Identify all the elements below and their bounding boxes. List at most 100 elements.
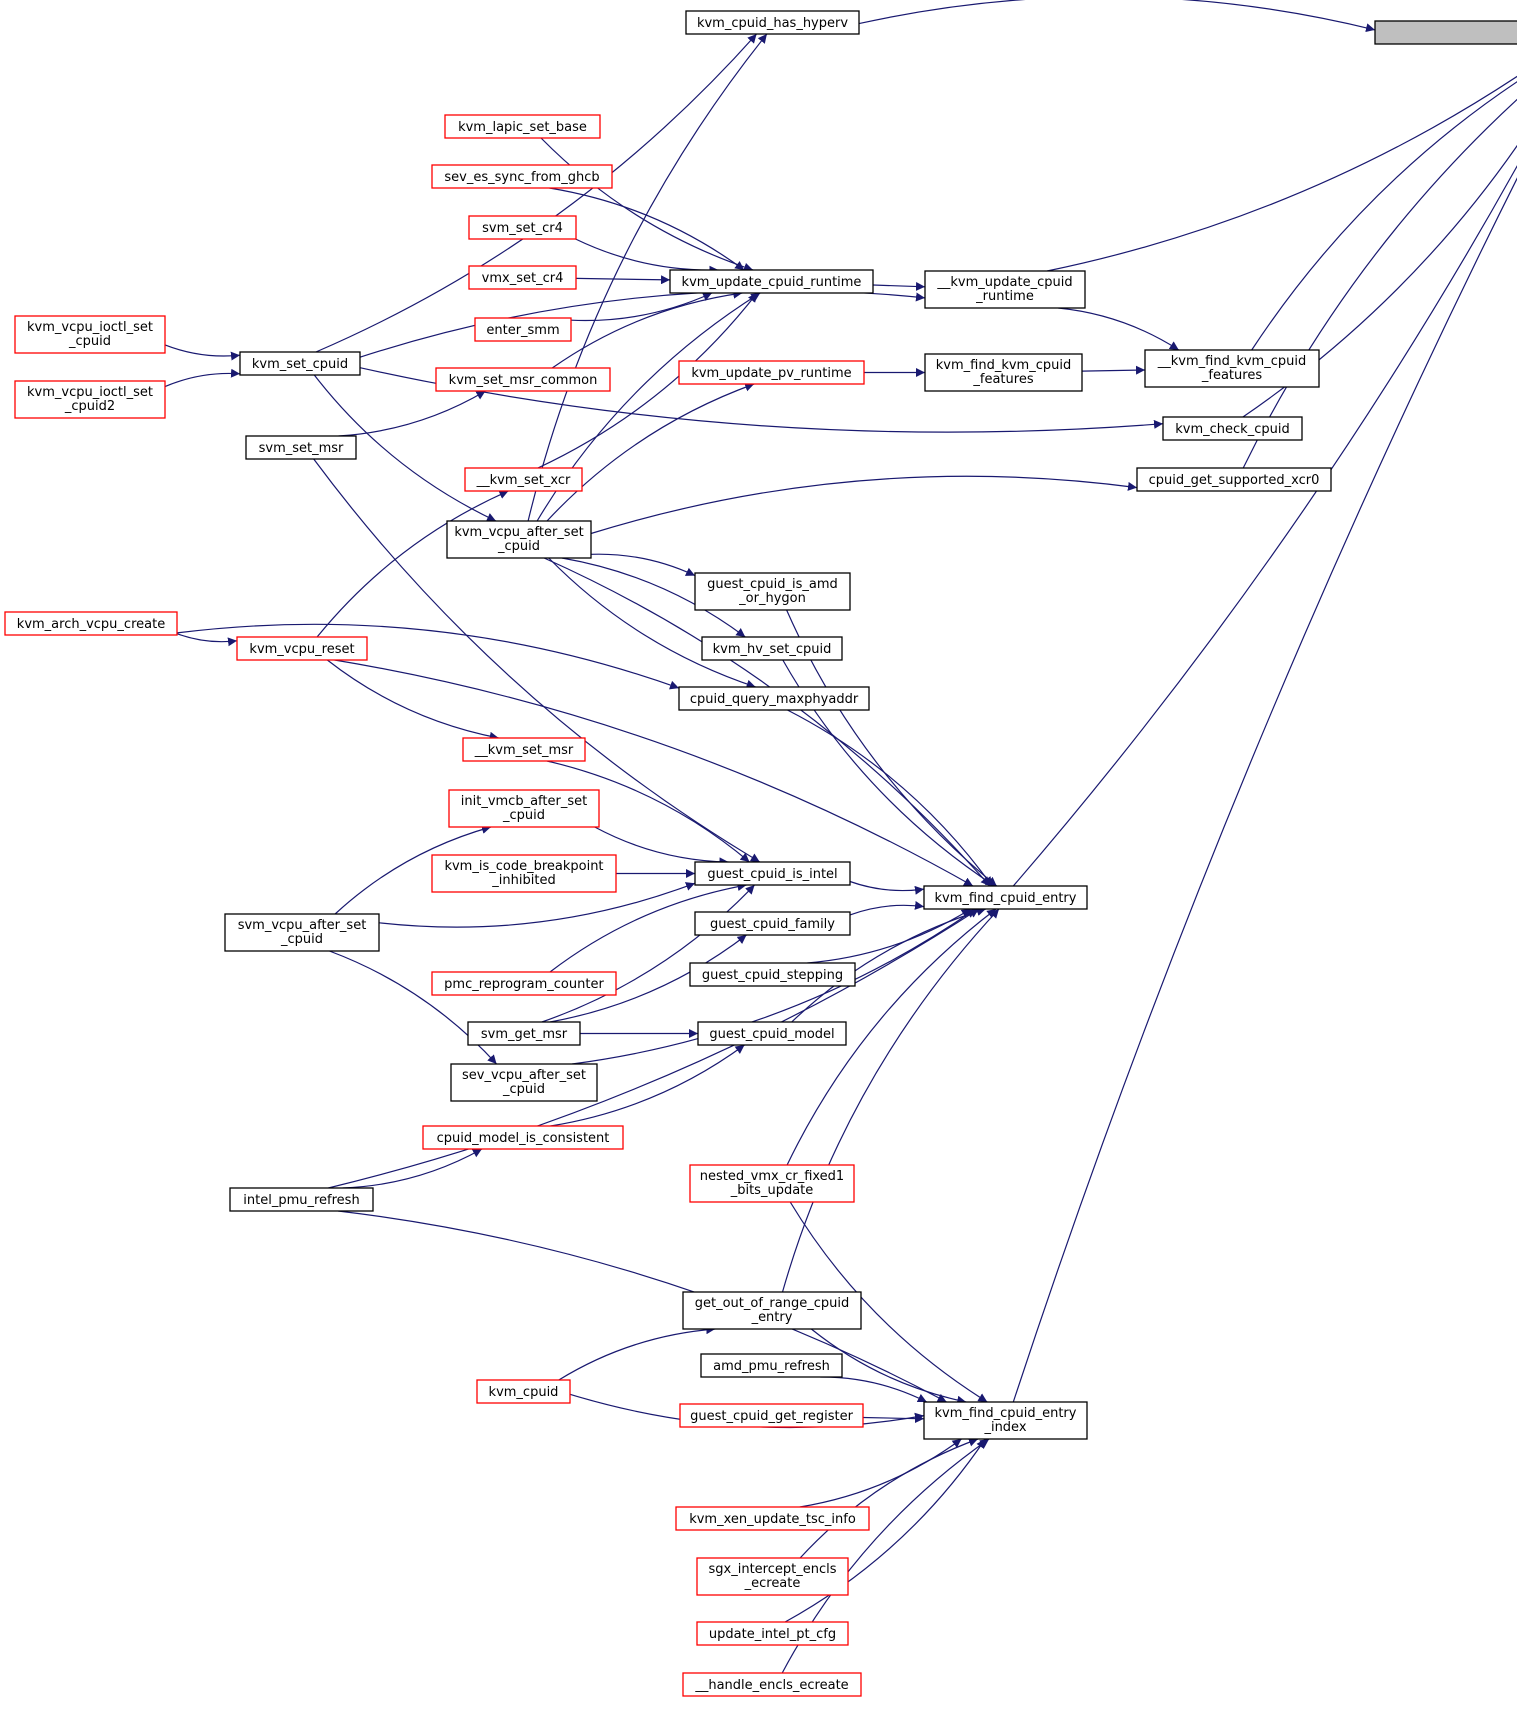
edge-n40-to-n45 <box>338 1210 947 1403</box>
node-box <box>431 854 617 893</box>
graph-node[interactable]: cpuid_query_maxphyaddr <box>678 686 870 711</box>
graph-node[interactable]: guest_cpuid_is_intel <box>694 861 851 886</box>
graph-node[interactable]: kvm_find_cpuid_entry <box>923 885 1088 910</box>
edge-n23-to-n18 <box>316 490 509 638</box>
edge-n37-to-n30 <box>572 908 976 1065</box>
edge-n29-to-n30 <box>849 880 925 895</box>
graph-node[interactable]: sev_vcpu_after_set_cpuid <box>450 1063 598 1102</box>
node-box <box>694 572 851 611</box>
node-label: kvm_cpuid_has_hyperv <box>697 16 848 31</box>
graph-node[interactable]: kvm_cpuid_has_hyperv <box>685 10 860 35</box>
edge-n39-to-n30 <box>786 908 997 1166</box>
graph-node[interactable]: kvm_find_cpuid_entry_index <box>923 1401 1088 1440</box>
node-label: init_vmcb_after_set <box>461 794 587 809</box>
edge-n36-to-n30 <box>791 907 986 1023</box>
edge-n12-to-n6 <box>551 289 743 369</box>
graph-node[interactable]: kvm_cpuid <box>476 1379 571 1404</box>
graph-node[interactable]: intel_pmu_refresh <box>229 1187 374 1212</box>
graph-node[interactable]: sgx_intercept_encls_ecreate <box>696 1557 849 1596</box>
graph-node[interactable]: __kvm_set_msr <box>462 737 586 762</box>
node-label: svm_set_msr <box>259 441 344 456</box>
graph-node[interactable]: guest_cpuid_family <box>694 911 851 936</box>
graph-node[interactable]: guest_cpuid_get_register <box>679 1403 864 1428</box>
graph-node[interactable]: nested_vmx_cr_fixed1_bits_update <box>689 1164 855 1203</box>
node-box <box>245 435 357 460</box>
node-label: guest_cpuid_model <box>709 1027 834 1042</box>
node-box <box>448 789 600 828</box>
graph-node[interactable]: __handle_encls_ecreate <box>682 1672 862 1697</box>
edge-n45-to-n0 <box>1012 177 1517 1403</box>
graph-node[interactable]: kvm_set_cpuid <box>239 351 361 376</box>
node-label: kvm_hv_set_cpuid <box>713 642 832 657</box>
graph-node[interactable]: kvm_lapic_set_base <box>444 114 601 139</box>
graph-node[interactable]: svm_set_msr <box>245 435 357 460</box>
edge-n46-to-n45 <box>799 1438 962 1508</box>
node-box <box>4 611 178 636</box>
node-box <box>474 317 572 342</box>
graph-node[interactable]: kvm_update_cpuid_runtime <box>669 269 874 294</box>
node-label: kvm_update_cpuid_runtime <box>682 275 862 290</box>
graph-node[interactable]: svm_vcpu_after_set_cpuid <box>224 913 380 952</box>
graph-node[interactable]: kvm_find_kvm_cpuid_features <box>924 353 1083 392</box>
edge-n2-to-n6 <box>540 137 754 272</box>
node-label: amd_pmu_refresh <box>713 1359 830 1374</box>
graph-node[interactable]: init_vmcb_after_set_cpuid <box>448 789 600 828</box>
graph-node[interactable]: amd_pmu_refresh <box>700 1353 843 1378</box>
graph-node[interactable]: __kvm_update_cpuid_runtime <box>924 270 1086 309</box>
graph-node[interactable]: sev_es_sync_from_ghcb <box>431 164 613 189</box>
node-box <box>924 353 1083 392</box>
graph-node[interactable]: kvm_vcpu_ioctl_set_cpuid2 <box>14 380 166 419</box>
edge-n10-to-n20 <box>313 374 497 522</box>
graph-node[interactable]: cpuid_model_is_consistent <box>422 1125 624 1150</box>
graph-node[interactable]: cpuid_entry2_find <box>1374 20 1517 45</box>
node-label: get_out_of_range_cpuid <box>695 1296 849 1311</box>
edge-n26-to-n29 <box>546 760 750 863</box>
graph-node[interactable]: pmc_reprogram_counter <box>431 971 617 996</box>
graph-node[interactable]: __kvm_set_xcr <box>464 467 583 492</box>
node-label: kvm_vcpu_ioctl_set <box>27 320 153 335</box>
edge-n14-to-n15 <box>1081 365 1146 375</box>
node-box <box>923 885 1088 910</box>
graph-node[interactable]: kvm_vcpu_reset <box>236 636 368 661</box>
graph-node[interactable]: kvm_check_cpuid <box>1162 416 1303 441</box>
node-label: kvm_arch_vcpu_create <box>17 617 165 632</box>
edge-n42-to-n45 <box>820 1376 928 1403</box>
edge-n1-to-n0 <box>858 0 1376 33</box>
graph-node[interactable]: guest_cpuid_model <box>697 1021 847 1046</box>
graph-node[interactable]: cpuid_get_supported_xcr0 <box>1136 467 1332 492</box>
graph-node[interactable]: kvm_xen_update_tsc_info <box>675 1506 870 1531</box>
graph-node[interactable]: svm_get_msr <box>467 1021 581 1046</box>
node-label: sev_vcpu_after_set <box>462 1068 586 1083</box>
node-label: kvm_set_cpuid <box>252 357 348 372</box>
graph-node[interactable]: update_intel_pt_cfg <box>696 1621 849 1646</box>
graph-node[interactable]: get_out_of_range_cpuid_entry <box>682 1291 862 1330</box>
edge-n22-to-n23 <box>176 633 238 647</box>
edge-n4-to-n6 <box>575 238 719 275</box>
graph-node[interactable]: svm_set_cr4 <box>468 215 577 240</box>
graph-node[interactable]: guest_cpuid_is_amd_or_hygon <box>694 572 851 611</box>
node-box <box>696 1557 849 1596</box>
edge-n19-to-n0 <box>1242 98 1517 469</box>
node-label: kvm_cpuid <box>489 1385 559 1400</box>
graph-node[interactable]: kvm_set_msr_common <box>435 367 611 392</box>
graph-node[interactable]: guest_cpuid_stepping <box>689 962 856 987</box>
node-box <box>923 1401 1088 1440</box>
graph-node[interactable]: kvm_is_code_breakpoint_inhibited <box>431 854 617 893</box>
graph-node[interactable]: kvm_vcpu_ioctl_set_cpuid <box>14 315 166 354</box>
graph-node[interactable]: enter_smm <box>474 317 572 342</box>
graph-node[interactable]: vmx_set_cr4 <box>468 265 577 290</box>
edge-n40-to-n38 <box>342 1148 483 1189</box>
node-label: _features <box>1201 368 1262 383</box>
node-box <box>696 1621 849 1646</box>
node-label: enter_smm <box>486 323 559 338</box>
node-box <box>431 971 617 996</box>
graph-node[interactable]: kvm_vcpu_after_set_cpuid <box>446 520 592 559</box>
graph-node[interactable]: kvm_arch_vcpu_create <box>4 611 178 636</box>
graph-node[interactable]: kvm_update_pv_runtime <box>678 360 865 385</box>
node-label: _cpuid <box>502 1082 545 1097</box>
edge-n34-to-n30 <box>807 908 972 964</box>
graph-node[interactable]: kvm_hv_set_cpuid <box>701 636 843 661</box>
node-label: kvm_is_code_breakpoint <box>444 859 603 874</box>
graph-node[interactable]: __kvm_find_kvm_cpuid_features <box>1144 349 1320 388</box>
node-label: cpuid_get_supported_xcr0 <box>1149 473 1320 488</box>
